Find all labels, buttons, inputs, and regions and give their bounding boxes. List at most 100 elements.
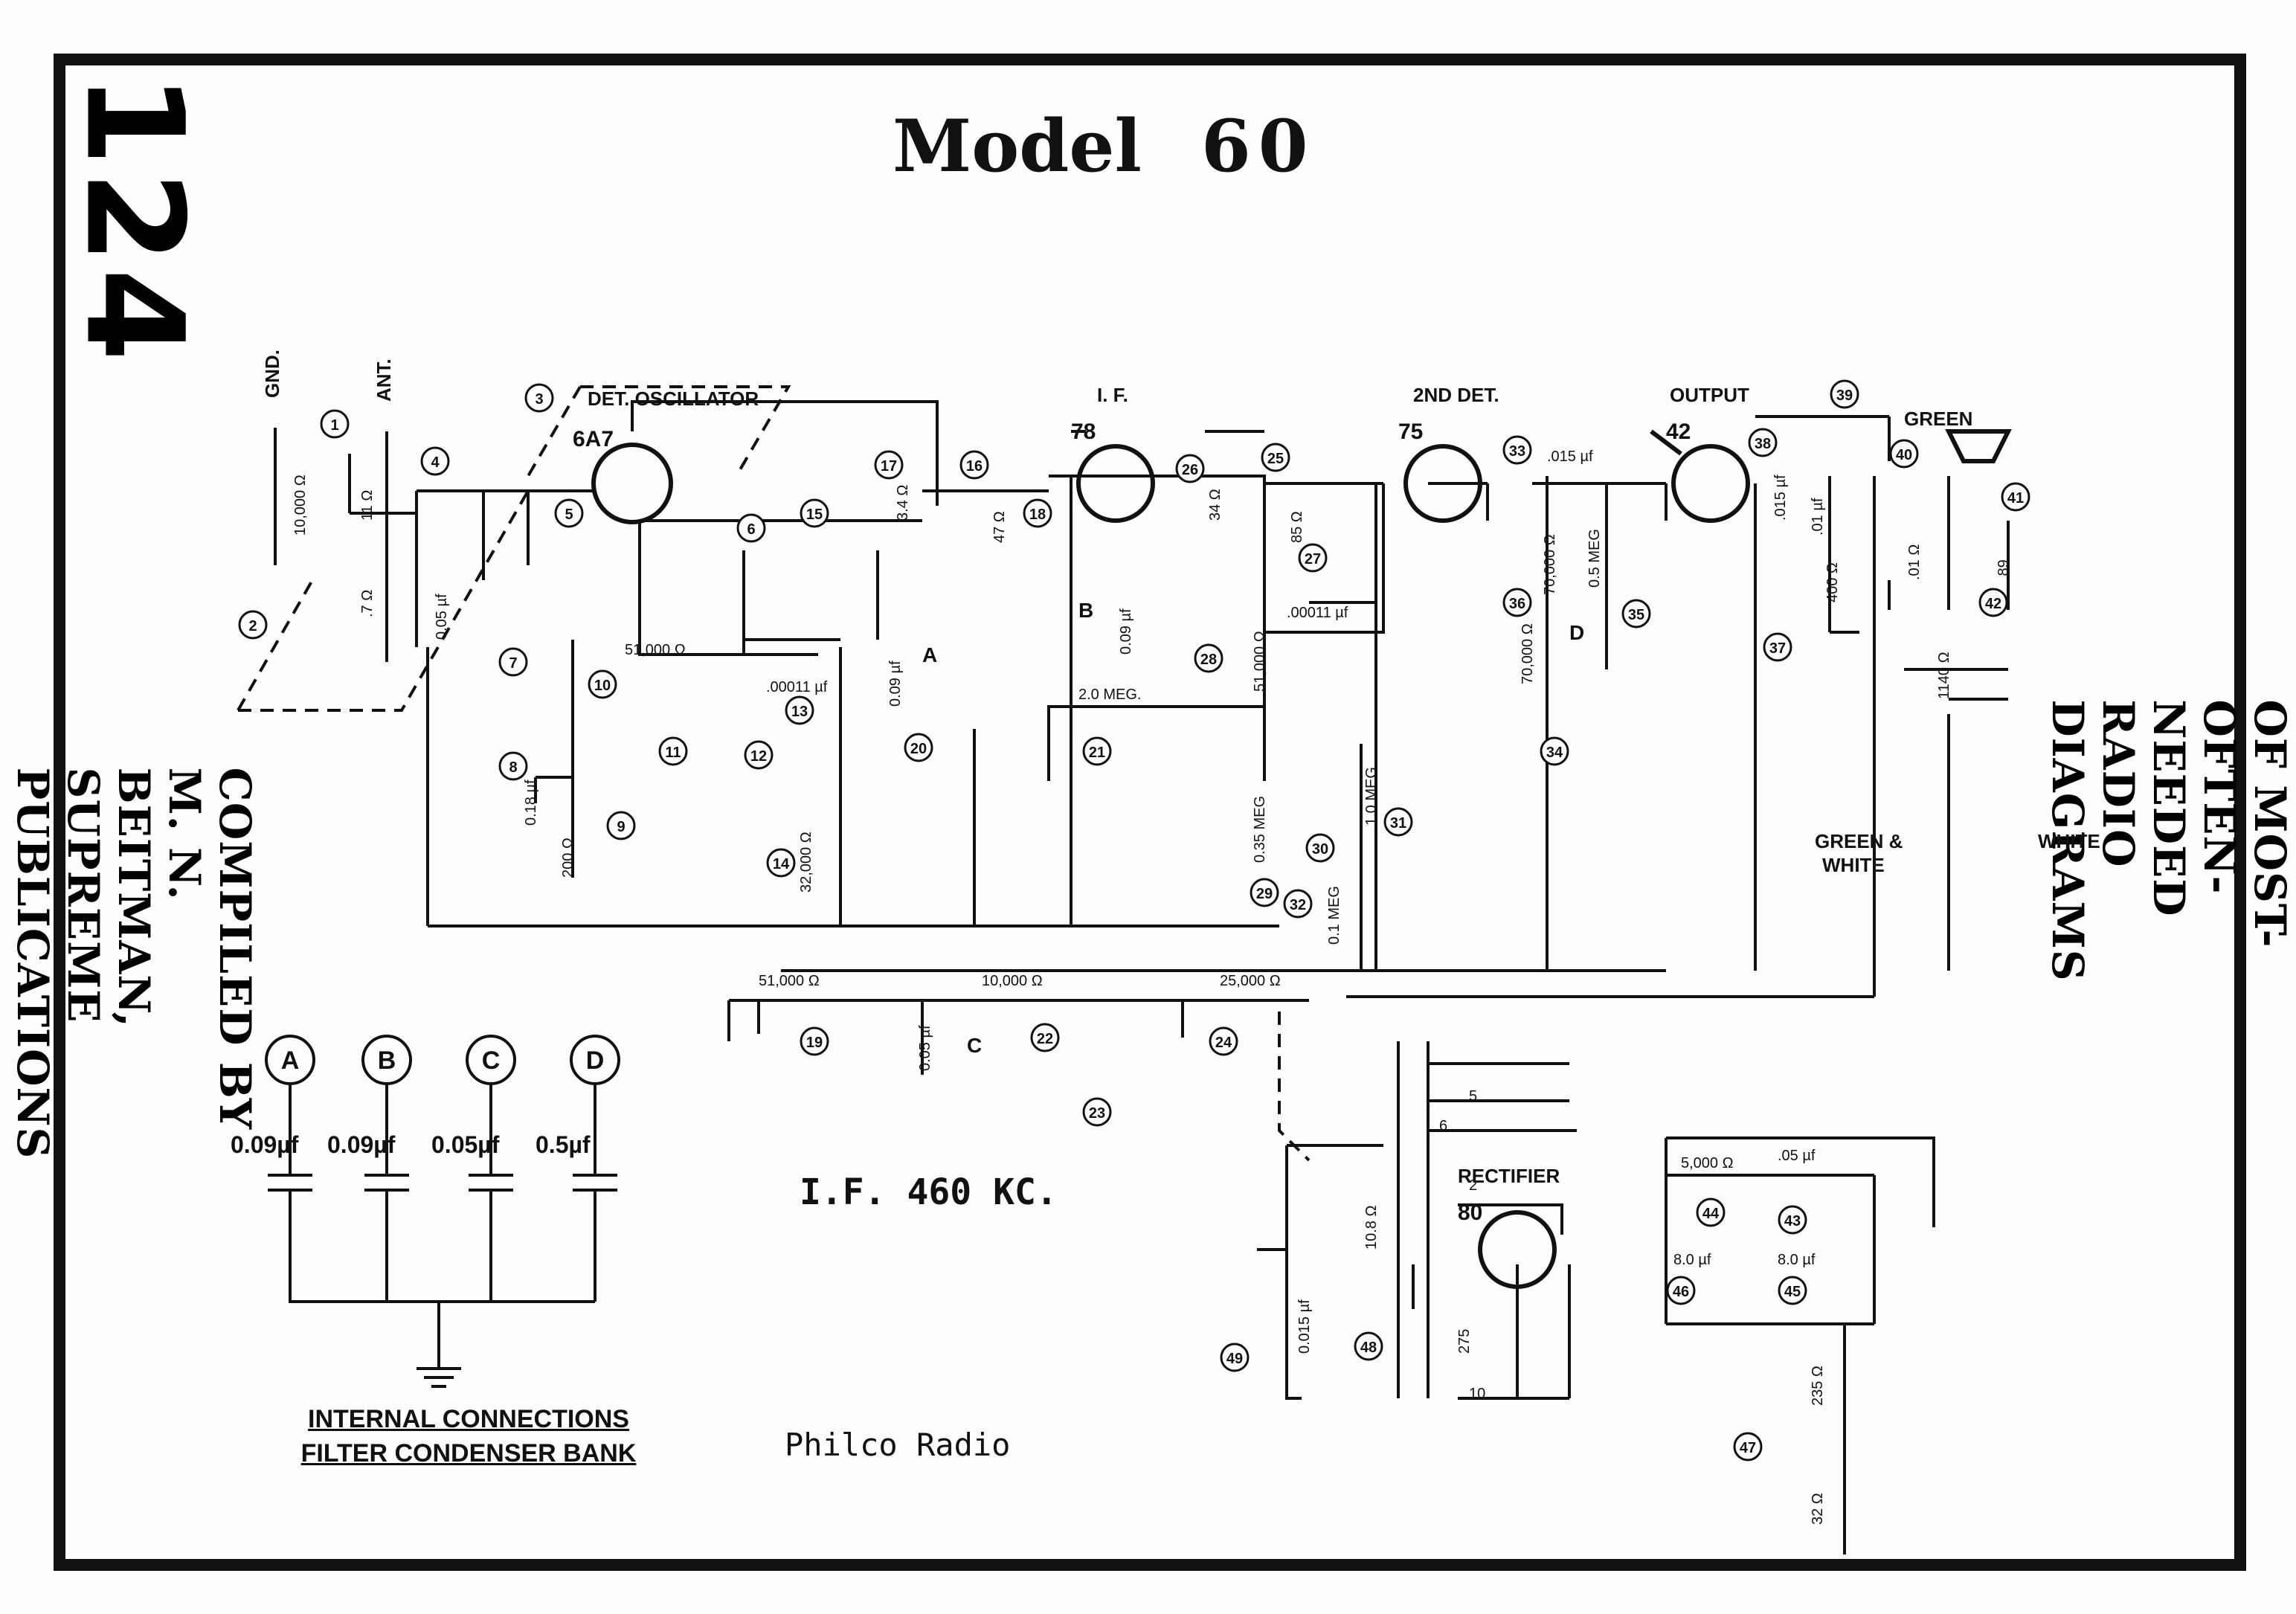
gang-dashed-link: [237, 385, 791, 712]
value-c20a: 0.09 µf: [887, 660, 904, 707]
value-r36: 70,000 Ω: [1542, 534, 1558, 595]
svg-text:10: 10: [594, 678, 611, 694]
tube-label-80: 80: [1458, 1200, 1482, 1225]
value-r19: 51,000 Ω: [759, 973, 820, 989]
label-det-oscillator: DET. OSCILLATOR: [588, 388, 759, 410]
filter-bank-B: B0.09µf: [327, 1035, 412, 1175]
tube-label-78: 78: [1071, 419, 1096, 444]
value-c39: .01 µf: [1810, 498, 1826, 536]
tap-B: B: [1078, 599, 1093, 622]
callout-1: 1: [320, 409, 350, 439]
tube-78: [1076, 444, 1155, 523]
svg-text:47: 47: [1740, 1440, 1756, 1456]
svg-text:2: 2: [248, 618, 257, 634]
callout-15: 15: [800, 498, 829, 528]
callout-13: 13: [785, 695, 814, 725]
stage-labels: GND. ANT. DET. OSCILLATOR I. F. 2ND DET.…: [261, 350, 2100, 1187]
tube-42: [1671, 444, 1750, 523]
svg-text:D: D: [586, 1046, 605, 1075]
value-r47b: 32 Ω: [1810, 1493, 1826, 1525]
callout-47: 47: [1733, 1432, 1763, 1462]
value-r35: 0.5 MEG: [1586, 529, 1603, 588]
value-r44: 5,000 Ω: [1681, 1155, 1734, 1171]
callout-37: 37: [1763, 632, 1792, 662]
svg-text:42: 42: [1985, 596, 2001, 612]
oscillator-link: [876, 519, 922, 640]
value-coil2: 2: [1469, 1177, 1477, 1194]
switch-dashed-link: [1278, 1012, 1311, 1162]
value-c13: .00011 µf: [766, 679, 828, 695]
filter-bank-value-C: 0.05µf: [431, 1131, 500, 1158]
filter-bank-A: A0.09µf: [231, 1035, 315, 1175]
svg-text:4: 4: [431, 454, 440, 471]
value-r47a: 235 Ω: [1810, 1366, 1826, 1406]
svg-text:12: 12: [750, 748, 767, 765]
filter-bank-wiring: [289, 1190, 596, 1369]
callout-17: 17: [874, 450, 904, 480]
page-frame: [54, 54, 2246, 1571]
value-c20c: 0.05 µf: [917, 1025, 933, 1071]
callout-38: 38: [1748, 428, 1778, 457]
if-circuit: [922, 430, 1266, 781]
svg-text:6: 6: [747, 521, 755, 538]
callout-9: 9: [606, 811, 636, 840]
value-coil34a: 3.4 Ω: [895, 485, 911, 521]
filter-circuit: [1665, 1136, 1935, 1554]
callout-18: 18: [1023, 498, 1052, 528]
filter-bank-caption: INTERNAL CONNECTIONS FILTER CONDENSER BA…: [298, 1402, 640, 1470]
value-coil47: 47 Ω: [991, 511, 1008, 543]
value-coil108: 10.8 Ω: [1363, 1206, 1380, 1250]
svg-text:13: 13: [791, 704, 808, 720]
label-white: WHITE: [2038, 830, 2100, 852]
callout-23: 23: [1082, 1097, 1112, 1127]
callout-27: 27: [1298, 543, 1328, 573]
tap-D: D: [1569, 621, 1584, 644]
svg-text:14: 14: [773, 856, 790, 872]
svg-text:43: 43: [1784, 1213, 1801, 1229]
svg-text:16: 16: [966, 458, 983, 475]
svg-text:23: 23: [1089, 1105, 1105, 1122]
callout-2: 2: [238, 610, 268, 640]
svg-text:44: 44: [1702, 1206, 1720, 1222]
model-number: 60: [1200, 104, 1316, 188]
callout-46: 46: [1666, 1276, 1696, 1305]
output-circuit: [1755, 415, 2010, 971]
svg-text:38: 38: [1755, 436, 1771, 452]
value-r10: 51,000 Ω: [625, 642, 686, 658]
svg-text:25: 25: [1267, 451, 1284, 467]
filter-bank-D: D0.5µf: [536, 1035, 620, 1175]
svg-text:11: 11: [665, 745, 681, 761]
callout-14: 14: [766, 848, 796, 878]
svg-text:C: C: [482, 1046, 501, 1075]
svg-text:9: 9: [617, 819, 625, 835]
value-coil6: 6: [1439, 1118, 1447, 1134]
svg-text:37: 37: [1769, 640, 1786, 657]
value-coil34b: 34 Ω: [1207, 489, 1223, 521]
callout-7: 7: [498, 647, 528, 677]
label-rectifier: RECTIFIER: [1458, 1165, 1560, 1187]
callout-45: 45: [1778, 1276, 1807, 1305]
callout-8: 8: [498, 751, 528, 781]
callout-19: 19: [800, 1026, 829, 1056]
callout-40: 40: [1889, 439, 1919, 469]
detector-circuit: [1264, 482, 1668, 971]
svg-text:B: B: [378, 1046, 396, 1075]
tube-75: [1403, 444, 1482, 523]
svg-text:21: 21: [1089, 745, 1105, 761]
svg-text:46: 46: [1673, 1284, 1689, 1300]
value-coil89: .89: [1996, 559, 2012, 580]
callout-32: 32: [1283, 889, 1313, 919]
value-coil10: 10: [1469, 1386, 1485, 1402]
filter-bank-value-A: 0.09µf: [231, 1131, 299, 1158]
svg-text:34: 34: [1546, 745, 1563, 761]
antenna-circuit: [274, 428, 595, 662]
label-second-det: 2ND DET.: [1413, 384, 1499, 406]
filter-bank-C: C 0.05µf: [431, 1035, 516, 1175]
svg-text:41: 41: [2007, 490, 2024, 507]
value-c38: .015 µf: [1772, 475, 1789, 521]
rail-drops: [727, 1000, 1184, 1075]
